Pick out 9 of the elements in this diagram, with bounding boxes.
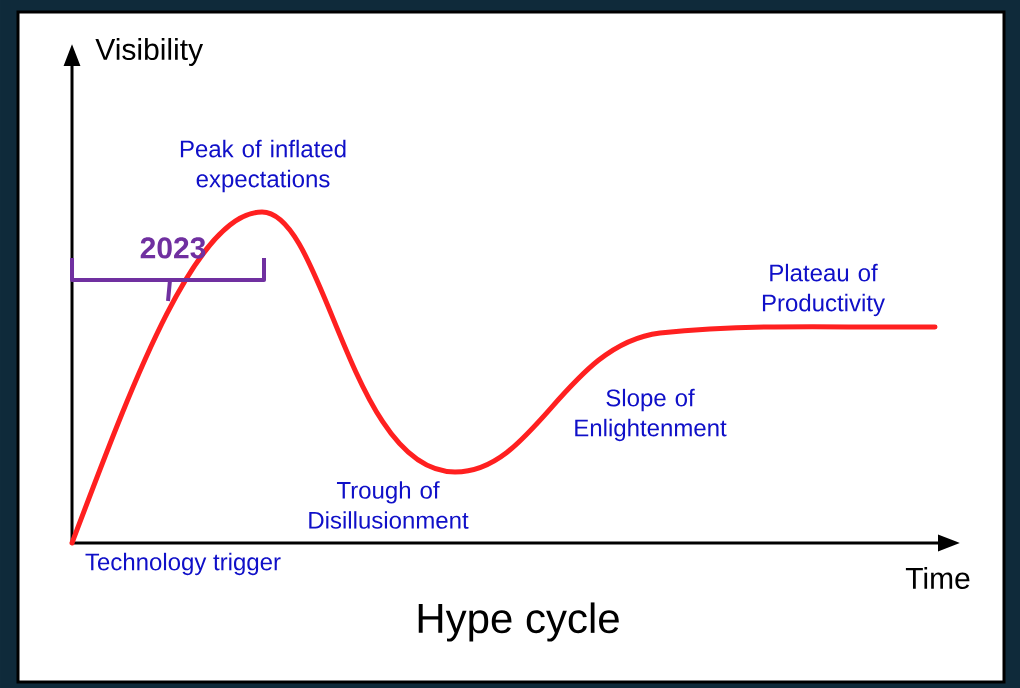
phase-label: Trough of Disillusionment [309, 481, 469, 529]
chart-title: Hype cycle [418, 602, 619, 642]
axis-label: Visibility [95, 38, 203, 66]
phase-label: Peak of inflated expectations [180, 139, 346, 193]
phase-label: Plateau of Productivity [762, 263, 885, 317]
phase-label: Technology trigger [85, 552, 281, 576]
year-label: 2023 [140, 237, 206, 259]
axis-label: Time [905, 566, 970, 589]
phase-label: Slope of Enlightenment [575, 388, 727, 442]
